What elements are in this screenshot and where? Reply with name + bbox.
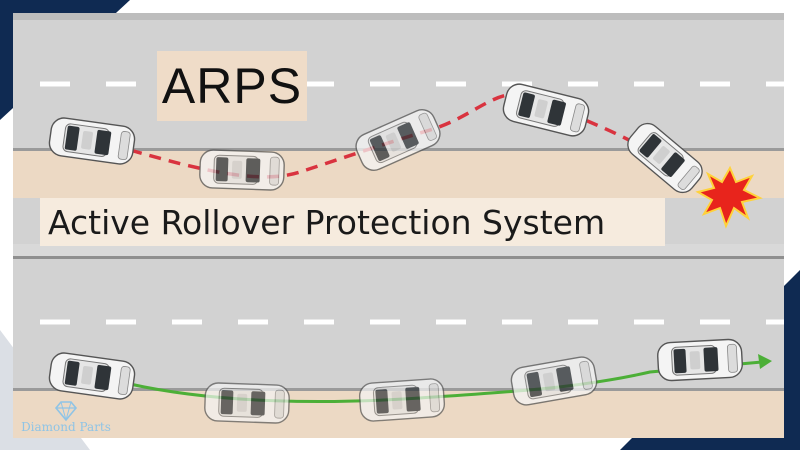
watermark: Diamond Parts (6, 398, 126, 438)
diagram-subtitle: Active Rollover Protection System (48, 202, 606, 242)
diamond-logo-icon (54, 401, 78, 422)
arrow-head-icon (758, 354, 772, 369)
car-icon (656, 338, 744, 382)
title-label-box: ARPS (157, 51, 307, 121)
watermark-text: Diamond Parts (21, 420, 111, 434)
crash-burst-icon (695, 165, 763, 229)
subtitle-label-box: Active Rollover Protection System (40, 198, 665, 246)
diagram-title: ARPS (161, 58, 303, 114)
car-icon (203, 381, 291, 425)
car-icon (198, 148, 286, 192)
car-icon (358, 377, 446, 423)
